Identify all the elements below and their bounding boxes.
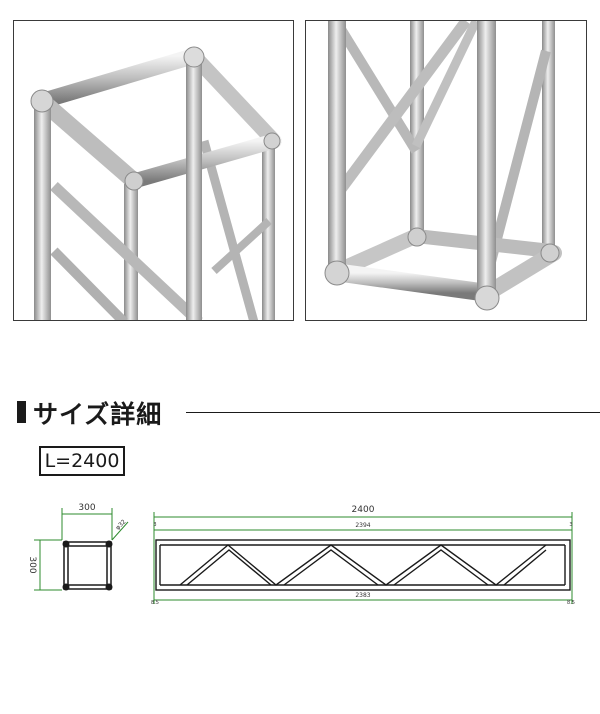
overall-length-label: 2400 <box>352 505 375 515</box>
length-label: L=2400 <box>39 446 125 476</box>
truss-side-view <box>155 539 571 591</box>
dimension-drawing: 300 300 φ32 2400 2394 2383 3 3 8.5 8.5 <box>27 503 575 606</box>
section-title: サイズ詳細 <box>33 400 163 429</box>
tube-diameter-label: φ32 <box>114 518 127 531</box>
chord-length-label: 2383 <box>355 592 370 599</box>
offset-right-bottom: 8.5 <box>567 600 575 606</box>
cross-section-width: 300 <box>78 503 95 513</box>
offset-right-top: 3 <box>569 522 572 528</box>
offset-left-top: 3 <box>153 522 156 528</box>
cross-section-height: 300 <box>27 556 37 573</box>
truss-photo-top <box>13 20 294 321</box>
inner-length-label: 2394 <box>355 522 370 529</box>
section-marker <box>17 401 26 423</box>
offset-left-bottom: 8.5 <box>151 600 159 606</box>
truss-photo-bottom <box>305 20 587 321</box>
size-details-header: サイズ詳細 <box>0 395 600 431</box>
cross-section-square <box>62 540 113 591</box>
section-divider <box>186 412 600 413</box>
